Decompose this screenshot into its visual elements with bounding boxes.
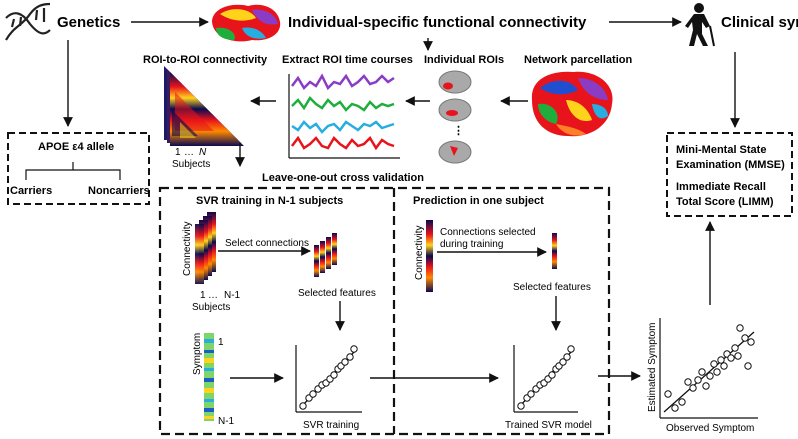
timecourse-blue bbox=[291, 120, 395, 134]
dna-icon bbox=[5, 2, 51, 41]
prediction-title: Prediction in one subject bbox=[413, 195, 544, 207]
prediction-selected-column bbox=[552, 233, 557, 269]
training-selected-features-label: Selected features bbox=[298, 288, 376, 299]
training-index-1: 1 bbox=[200, 290, 206, 301]
roi-brain-n bbox=[438, 140, 472, 164]
apoe-box bbox=[7, 132, 150, 205]
connections-selected-1: Connections selected bbox=[440, 227, 536, 238]
brain-connectivity-icon bbox=[212, 4, 281, 42]
result-scatter-plot bbox=[659, 318, 758, 419]
connectivity-matrix-stack bbox=[164, 66, 244, 146]
training-selected-features bbox=[314, 233, 337, 277]
timecourse-purple bbox=[291, 73, 395, 91]
extract-title: Extract ROI time courses bbox=[282, 54, 413, 66]
apoe-noncarriers: Noncarriers bbox=[88, 185, 150, 197]
score-mmse-2: Examination (MMSE) bbox=[676, 159, 785, 171]
timecourse-red bbox=[291, 135, 395, 151]
training-feature-stack bbox=[195, 212, 216, 284]
trained-svr-plot bbox=[513, 345, 578, 413]
score-limm-1: Immediate Recall bbox=[676, 181, 766, 193]
roi-brain-1 bbox=[438, 70, 472, 94]
symptom-bar bbox=[204, 333, 214, 421]
apoe-bracket bbox=[25, 162, 121, 180]
prediction-selected-features-label: Selected features bbox=[513, 282, 591, 293]
roi-connectivity-title: ROI-to-ROI connectivity bbox=[143, 54, 268, 66]
timecourse-panel bbox=[288, 73, 400, 159]
connections-selected-2: during training bbox=[440, 239, 503, 250]
svr-training-label: SVR training bbox=[303, 420, 359, 431]
symptom-top: 1 bbox=[218, 337, 224, 348]
loocv-title: Leave-one-out cross validation bbox=[262, 172, 424, 184]
genetics-title: Genetics bbox=[57, 14, 120, 31]
fc-title: Individual-specific functional connectiv… bbox=[288, 14, 587, 31]
apoe-carriers: Carriers bbox=[10, 185, 52, 197]
training-subjects: Subjects bbox=[192, 302, 230, 313]
matrix-index-dots: … bbox=[184, 147, 194, 158]
elderly-person-icon bbox=[685, 3, 715, 47]
roi-dots: ⋮ bbox=[453, 125, 464, 137]
matrix-index-n: N bbox=[199, 147, 207, 158]
training-connectivity-label: Connectivity bbox=[182, 222, 193, 276]
score-limm-2: Total Score (LIMM) bbox=[676, 196, 774, 208]
symptom-label: Symptom bbox=[192, 333, 203, 375]
result-y-label: Estimated Symptom bbox=[647, 323, 658, 412]
matrix-subjects: Subjects bbox=[172, 159, 210, 170]
brain-parcellation-icon bbox=[531, 71, 613, 137]
svr-training-plot bbox=[295, 345, 362, 413]
score-mmse-1: Mini-Mental State bbox=[676, 144, 766, 156]
clinical-title: Clinical symptoms bbox=[721, 14, 798, 31]
scores-box bbox=[666, 132, 793, 217]
network-parcellation-title: Network parcellation bbox=[524, 54, 632, 66]
trained-model-label: Trained SVR model bbox=[505, 420, 592, 431]
training-title: SVR training in N-1 subjects bbox=[196, 195, 343, 207]
matrix-index-1: 1 bbox=[175, 147, 181, 158]
result-x-label: Observed Symptom bbox=[666, 423, 754, 434]
training-index-dots: … bbox=[208, 290, 218, 301]
timecourse-green bbox=[291, 95, 395, 112]
select-connections-label: Select connections bbox=[225, 238, 309, 249]
prediction-feature-column bbox=[426, 220, 433, 292]
individual-rois-title: Individual ROIs bbox=[424, 54, 504, 66]
apoe-title: APOE ε4 allele bbox=[38, 141, 114, 153]
symptom-bottom: N-1 bbox=[218, 416, 235, 427]
training-index-n1: N-1 bbox=[224, 290, 241, 301]
prediction-connectivity-label: Connectivity bbox=[414, 226, 425, 280]
roi-brain-2 bbox=[438, 98, 472, 122]
loocv-box bbox=[158, 186, 611, 436]
